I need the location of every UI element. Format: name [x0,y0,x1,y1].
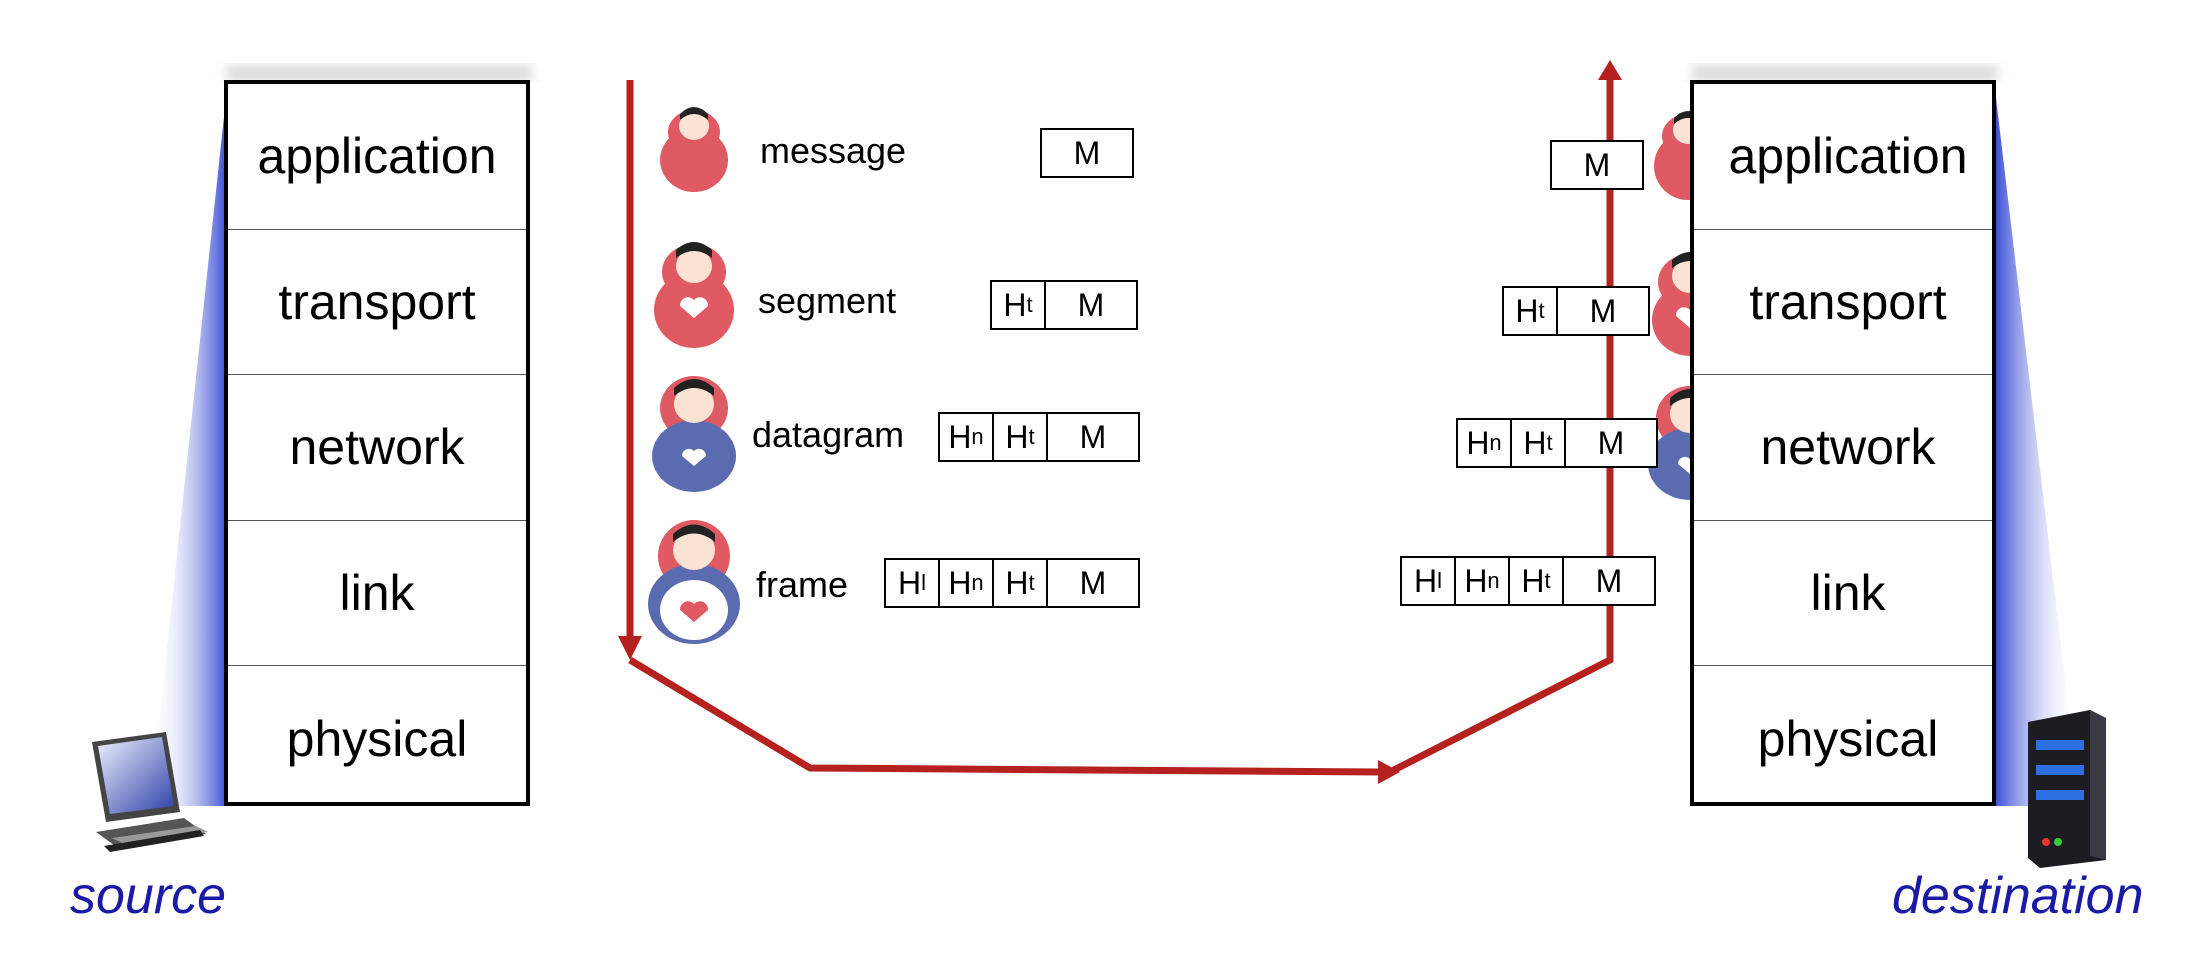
destination-label: destination [1892,867,2144,925]
layer-physical: physical [286,711,468,768]
payload-cell: M [1597,424,1625,461]
source-protocol-stack: application transport network link physi… [224,80,530,806]
up-arrowhead [1598,60,1622,80]
payload-cell: M [1079,418,1107,455]
matryoshka-doll-icon [654,242,734,348]
source-label: source [70,867,227,925]
layer-network: network [1694,375,1992,521]
server-icon [2028,710,2106,868]
payload-cell: M [1589,292,1617,329]
layer-transport: transport [228,230,526,376]
matryoshka-doll-icon [652,376,736,492]
matryoshka-doll-icon [660,107,728,192]
right-arrowhead [1378,760,1400,784]
layer-transport: transport [1694,230,1992,376]
payload-cell: M [1079,564,1107,601]
source-stack-top-shadow [226,66,532,80]
laptop-icon [92,732,208,852]
destination-stack-shadow [1996,98,2080,806]
payload-cell: M [1077,286,1105,323]
layer-network: network [228,375,526,521]
pdu-label-segment: segment [758,280,897,321]
down-arrowhead [618,636,642,660]
destination-stack-top-shadow [1692,66,1998,80]
pdu-label-datagram: datagram [752,414,905,455]
layer-link: link [1694,521,1992,667]
payload-cell: M [1073,134,1101,171]
pdu-label-message: message [760,130,907,171]
layer-physical: physical [1757,711,1939,768]
packet-message: M [1040,128,1134,178]
payload-cell: M [1583,146,1611,183]
source-stack-shadow [150,98,226,806]
payload-cell: M [1595,562,1623,599]
layer-application: application [228,84,526,230]
layer-link: link [228,521,526,667]
packet-message-dest: M [1550,140,1644,190]
destination-protocol-stack: application transport network link physi… [1690,80,1996,806]
pdu-label-frame: frame [756,564,849,605]
layer-application: application [1694,84,1992,230]
matryoshka-doll-icon [648,520,740,644]
